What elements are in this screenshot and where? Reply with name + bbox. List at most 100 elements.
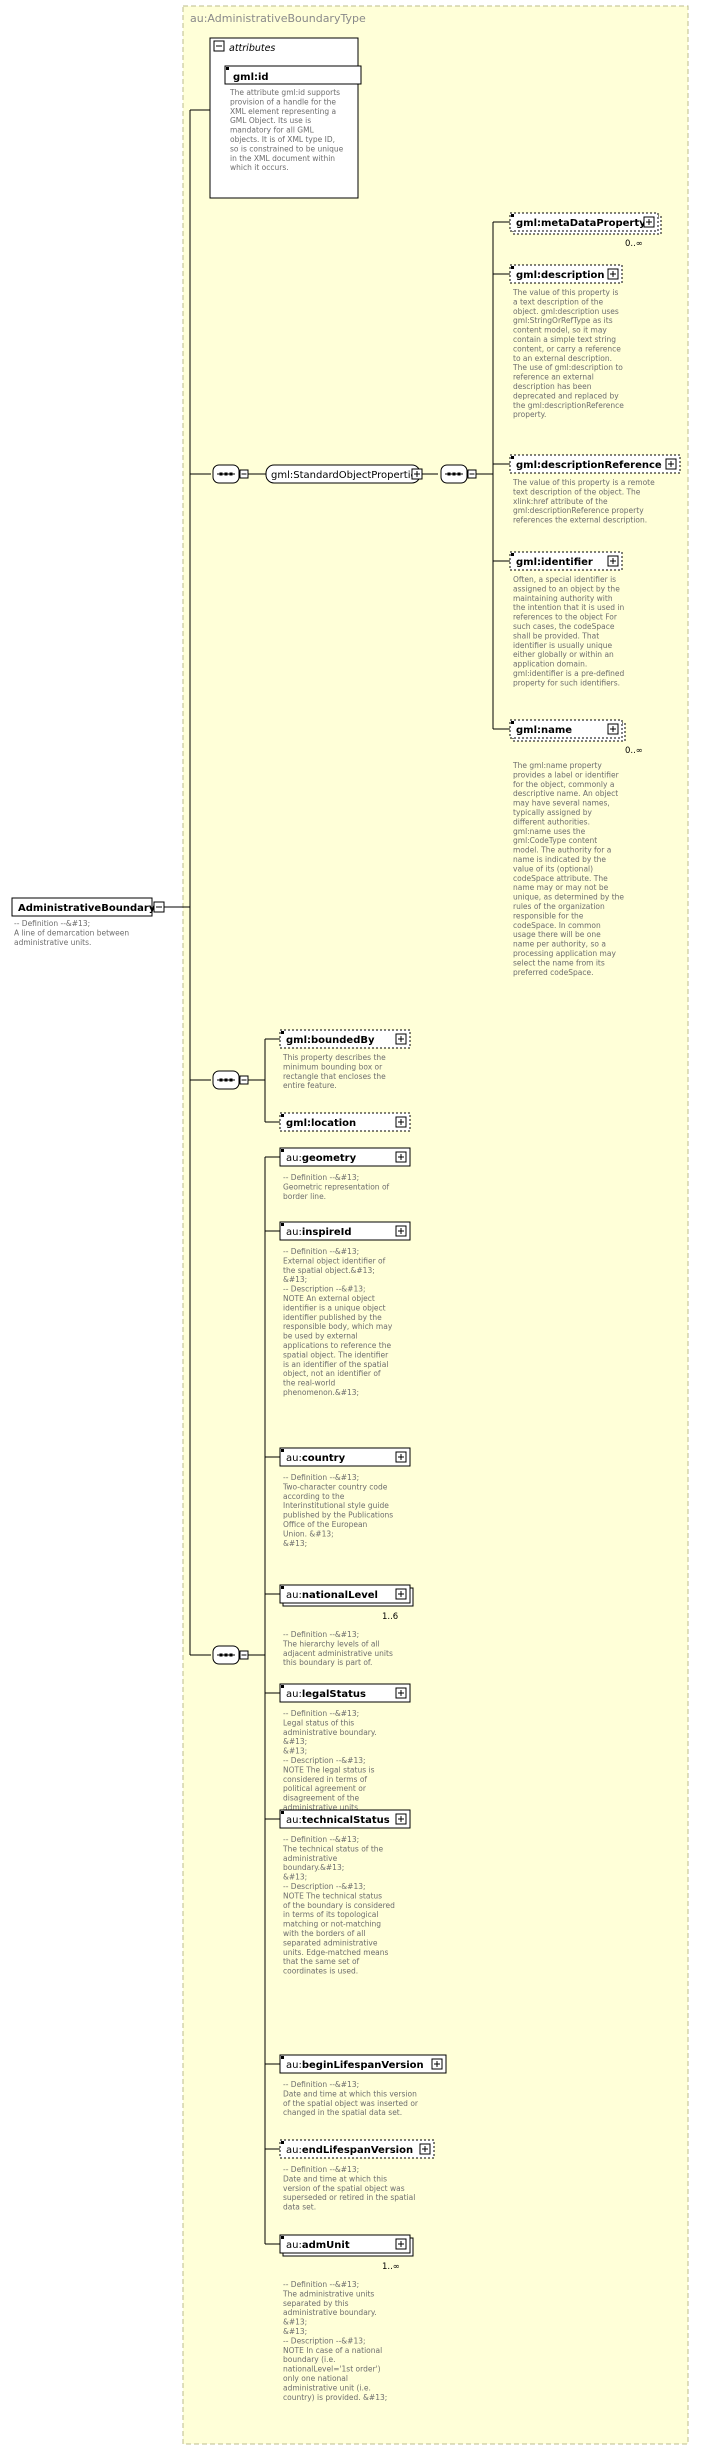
namespace-prefix: au:	[286, 1227, 302, 1238]
std-element[interactable]: gml:name	[509, 719, 626, 742]
sequence-compositor-icon[interactable]	[212, 1645, 249, 1665]
expand-icon[interactable]	[395, 1588, 407, 1600]
std-element-description: the intention that it is used in	[513, 603, 624, 612]
std-element-description: value of its (optional)	[513, 864, 593, 873]
std-element-description: references to the object For	[513, 613, 618, 622]
std-element-description: responsible for the	[513, 911, 584, 920]
std-element-description: maintaining authority with	[513, 594, 613, 603]
std-element-description: processing application may	[513, 949, 616, 958]
type-title: au:AdministrativeBoundaryType	[190, 12, 366, 25]
au-element-description: published by the Publications	[283, 1511, 393, 1520]
expand-icon[interactable]	[395, 1451, 407, 1463]
attribute-description: mandatory for all GML	[230, 126, 315, 135]
au-element[interactable]: au:nationalLevel	[279, 1584, 414, 1607]
namespace-prefix: au:	[286, 1590, 302, 1601]
au-element-description: of the boundary is considered	[283, 1901, 395, 1910]
au-element[interactable]: au:technicalStatus	[279, 1809, 411, 1829]
au-element[interactable]: au:geometry	[279, 1147, 411, 1167]
expand-icon[interactable]	[431, 2058, 443, 2070]
au-element-description: -- Definition --&#13;	[283, 2165, 359, 2174]
namespace-prefix: au:	[286, 1815, 302, 1826]
element-name: admUnit	[302, 2240, 350, 2251]
std-element-description: provides a label or identifier	[513, 770, 620, 779]
element-name: inspireId	[302, 1227, 352, 1238]
au-element[interactable]: au:country	[279, 1447, 411, 1467]
std-element[interactable]: gml:metaDataProperty	[509, 212, 662, 235]
std-element-description: Often, a special identifier is	[513, 575, 616, 584]
std-element-description: xlink:href attribute of the	[513, 497, 608, 506]
au-element-description: Union. &#13;	[283, 1529, 334, 1538]
std-element-description: shall be provided. That	[513, 631, 599, 640]
element-name: geometry	[302, 1153, 357, 1164]
au-element-description: of the spatial object was inserted or	[283, 2099, 419, 2108]
namespace-prefix: au:	[286, 1453, 302, 1464]
std-element-description: application domain.	[513, 660, 587, 669]
collapse-icon[interactable]	[213, 40, 225, 52]
au-element-description: identifier published by the	[283, 1313, 382, 1322]
attribute-description: XML element representing a	[230, 107, 336, 116]
complex-type-container	[182, 5, 689, 2445]
feature-element[interactable]: gml:location	[279, 1112, 411, 1132]
sequence-compositor-icon[interactable]	[212, 464, 249, 484]
attributes-heading: attributes	[229, 43, 275, 54]
au-element-description: separated administrative	[283, 1938, 378, 1947]
au-element-description: units. Edge-matched means	[283, 1948, 389, 1957]
expand-icon[interactable]	[395, 1033, 407, 1045]
au-element-description: Date and time at which this	[283, 2174, 387, 2183]
expand-icon[interactable]	[395, 1116, 407, 1128]
au-element-description: Two-character country code	[282, 1482, 388, 1491]
au-element[interactable]: au:legalStatus	[279, 1683, 411, 1703]
au-element[interactable]: au:inspireId	[279, 1221, 411, 1241]
expand-icon[interactable]	[395, 1687, 407, 1699]
std-element[interactable]: gml:description	[509, 264, 623, 284]
root-description: A line of demarcation between	[14, 928, 129, 937]
feature-element-description: entire feature.	[283, 1081, 337, 1090]
namespace-prefix: au:	[286, 2060, 302, 2071]
sequence-compositor-icon[interactable]	[440, 464, 477, 484]
namespace-prefix: au:	[286, 1153, 302, 1164]
au-element-description: this boundary is part of.	[283, 1658, 372, 1667]
expand-icon[interactable]	[643, 216, 655, 228]
std-element-label: gml:metaDataProperty	[516, 218, 646, 229]
attribute-description: The attribute gml:id supports	[229, 88, 340, 97]
au-element-label: au:legalStatus	[286, 1689, 366, 1700]
sequence-compositor-icon[interactable]	[212, 1070, 249, 1090]
au-element-description: &#13;	[283, 2327, 307, 2336]
au-element-description: NOTE The technical status	[283, 1891, 382, 1900]
au-element-description: Date and time at which this version	[283, 2089, 417, 2098]
au-element-description: that the same set of	[283, 1957, 360, 1966]
expand-icon[interactable]	[607, 555, 619, 567]
std-element-description: deprecated and replaced by	[513, 391, 619, 400]
std-element-label: gml:identifier	[516, 557, 593, 568]
std-element[interactable]: gml:descriptionReference	[509, 454, 681, 474]
root-element-box[interactable]	[11, 897, 153, 917]
std-element-description: gml:StringOrRefType as its	[513, 316, 613, 325]
root-element-label: AdministrativeBoundary	[18, 903, 156, 914]
au-element[interactable]: au:endLifespanVersion	[279, 2139, 435, 2159]
std-element-description: gml:identifier is a pre-defined	[513, 669, 625, 678]
expand-icon[interactable]	[665, 458, 677, 470]
au-element[interactable]: au:beginLifespanVersion	[279, 2054, 447, 2074]
expand-icon[interactable]	[395, 1225, 407, 1237]
au-element-description: -- Description --&#13;	[283, 2336, 366, 2345]
attributes-group	[209, 37, 359, 199]
expand-icon[interactable]	[411, 468, 423, 480]
expand-icon[interactable]	[607, 723, 619, 735]
au-element-description: changed in the spatial data set.	[283, 2108, 402, 2117]
au-element-description: -- Definition --&#13;	[283, 2280, 359, 2289]
std-element-label: gml:description	[516, 270, 605, 281]
std-element[interactable]: gml:identifier	[509, 551, 623, 571]
expand-icon[interactable]	[607, 268, 619, 280]
std-element-description: such cases, the codeSpace	[513, 622, 615, 631]
std-element-description: different authorities.	[513, 817, 590, 826]
expand-icon[interactable]	[419, 2143, 431, 2155]
au-element[interactable]: au:admUnit	[279, 2234, 414, 2257]
expand-icon[interactable]	[395, 2238, 407, 2250]
expand-icon[interactable]	[395, 1151, 407, 1163]
expand-icon[interactable]	[395, 1813, 407, 1825]
au-element-description: superseded or retired in the spatial	[283, 2193, 415, 2202]
attribute-box[interactable]	[224, 65, 362, 85]
feature-element[interactable]: gml:boundedBy	[279, 1029, 411, 1049]
std-element-description: property.	[513, 410, 546, 419]
au-element-label: au:admUnit	[286, 2240, 350, 2251]
